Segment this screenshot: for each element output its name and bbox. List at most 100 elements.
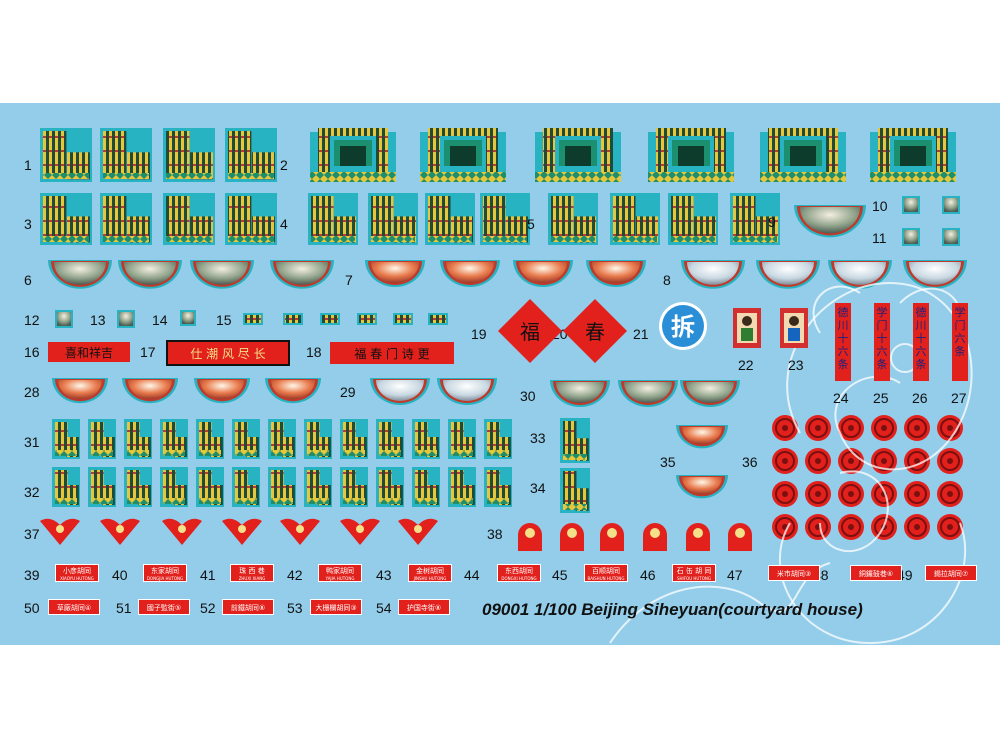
wall-panel-decal	[160, 419, 188, 459]
wall-panel-decal	[340, 467, 368, 507]
number-label: 5	[527, 216, 535, 232]
small-street-sign-decal: 大栅欄胡同③	[310, 599, 362, 615]
small-street-sign-decal: 國子監街⑤	[138, 599, 190, 615]
door-knocker-decal	[686, 523, 710, 551]
small-tile-decal	[180, 310, 196, 326]
couplet-char: 条	[916, 357, 927, 371]
wall-panel-decal	[308, 193, 358, 245]
chai-seal-21: 拆	[659, 302, 707, 350]
couplet-char: 川	[916, 319, 927, 332]
small-street-sign-decal: 前鐵胡同⑧	[222, 599, 274, 615]
bat-ornament-decal	[222, 518, 262, 545]
mini-grille-decal	[243, 313, 263, 325]
couplet-char: 学	[955, 305, 966, 319]
number-label: 45	[552, 567, 568, 583]
gate-panel-decal	[420, 128, 506, 182]
number-label: 50	[24, 600, 40, 616]
small-tile-decal	[942, 196, 960, 214]
small-tile-decal	[902, 228, 920, 246]
number-label: 27	[951, 390, 967, 406]
painted-fan-decal	[118, 260, 182, 289]
plaque-16: 喜和祥吉	[48, 342, 130, 362]
small-sign-text: 草廠胡同④	[57, 603, 91, 612]
street-sign-cn: 金树胡同	[416, 566, 444, 575]
small-street-sign-decal: 銅鑼鼓巷⑥	[850, 565, 902, 581]
painted-fan-decal	[828, 260, 892, 289]
number-label: 7	[345, 272, 353, 288]
wall-panel-decal	[448, 419, 476, 459]
decal-numbers: 1 2 3 4 5 6 7 8 9 10 11 12 13 14 15 16 1…	[24, 157, 967, 616]
wall-panel-decal	[480, 193, 530, 245]
painted-fan-decal	[365, 260, 425, 287]
gate-panel-decal	[870, 128, 956, 182]
painted-fan-decal	[586, 260, 646, 287]
couplet-char: 条	[955, 344, 966, 358]
wall-panel-decal	[484, 467, 512, 507]
street-sign-cn: 小彦胡同	[63, 566, 91, 575]
number-label: 51	[116, 600, 132, 616]
number-label: 31	[24, 434, 40, 450]
street-sign-en: DONGJIA HUTONG	[147, 576, 183, 581]
painted-fan-decal	[370, 378, 430, 405]
number-label: 47	[727, 567, 743, 583]
wall-panel-decal	[268, 419, 296, 459]
number-label: 9	[768, 214, 776, 230]
rosette-decal	[904, 514, 930, 540]
number-label: 38	[487, 526, 503, 542]
rosette-decal	[937, 481, 963, 507]
number-label: 6	[24, 272, 32, 288]
small-street-sign-decal: 米市胡同③	[768, 565, 820, 581]
number-label: 10	[872, 198, 888, 214]
wall-panel-decal	[232, 419, 260, 459]
number-label: 43	[376, 567, 392, 583]
number-label: 44	[464, 567, 480, 583]
bat-ornament-decal	[280, 518, 320, 545]
wall-panel-decal	[124, 419, 152, 459]
couplet-char: 条	[838, 357, 849, 371]
small-tile-decal	[55, 310, 73, 328]
rosette-decal	[772, 514, 798, 540]
number-label: 16	[24, 344, 40, 360]
chai-seal-21-text: 拆	[671, 313, 695, 341]
number-label: 28	[24, 384, 40, 400]
gate-panel-decal	[310, 128, 396, 182]
number-label: 21	[633, 326, 649, 342]
wall-panel-decal	[412, 467, 440, 507]
number-label: 40	[112, 567, 128, 583]
bat-ornament-decal	[162, 518, 202, 545]
number-label: 18	[306, 344, 322, 360]
couplet-char: 德	[916, 305, 927, 319]
small-sign-text: 大栅欄胡同③	[315, 603, 356, 612]
wall-panel-decal	[88, 467, 116, 507]
couplet-char: 六	[877, 345, 888, 358]
street-sign-en: DONGXI HUTONG	[501, 576, 536, 581]
small-sign-text: 护国寺街⑧	[407, 603, 441, 612]
rosette-decal	[838, 514, 864, 540]
painted-fan-decal	[680, 380, 740, 407]
number-label: 23	[788, 357, 804, 373]
wall-panel-decal	[560, 418, 590, 463]
painted-fan-decal	[513, 260, 573, 287]
number-label: 30	[520, 388, 536, 404]
wall-panel-decal	[448, 467, 476, 507]
painted-fan-decal	[794, 205, 866, 238]
painted-fan-decal	[194, 378, 250, 404]
sheet-title: 09001 1/100 Beijing Siheyuan(courtyard h…	[482, 600, 863, 619]
number-label: 12	[24, 312, 40, 328]
wall-panel-decal	[610, 193, 660, 245]
wall-panel-decal	[304, 419, 332, 459]
painted-fan-decal	[676, 425, 728, 449]
number-label: 25	[873, 390, 889, 406]
wall-panel-decal	[52, 419, 80, 459]
number-label: 2	[280, 157, 288, 173]
wall-panel-decal	[548, 193, 598, 245]
bat-ornament-decal	[100, 518, 140, 545]
number-label: 14	[152, 312, 168, 328]
